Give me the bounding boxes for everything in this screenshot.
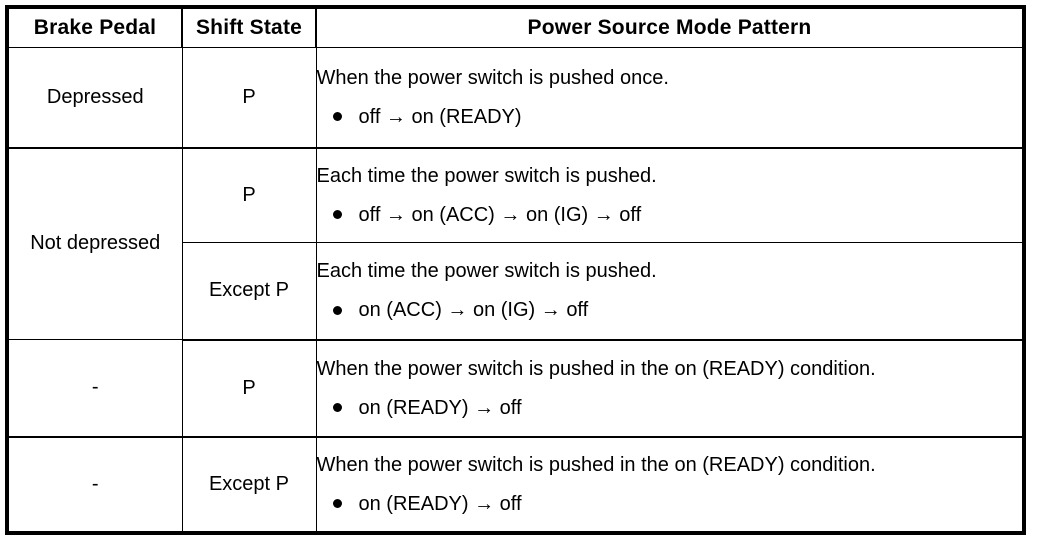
cell-shift-state: P: [181, 147, 317, 243]
cell-brake-pedal: -: [6, 339, 183, 438]
cell-power-source-mode-pattern: When the power switch is pushed once. of…: [315, 47, 1025, 149]
pattern-bullet-text: off → on (ACC) → on (IG) → off: [358, 203, 642, 226]
table-row: Except P Each time the power switch is p…: [7, 242, 1025, 341]
pattern-condition-text: When the power switch is pushed in the o…: [316, 453, 876, 476]
cell-shift-state: Except P: [181, 242, 317, 341]
pattern-condition-text: Each time the power switch is pushed.: [316, 260, 657, 283]
filled-circle-bullet-icon: [332, 210, 342, 220]
cell-brake-pedal: -: [6, 436, 183, 533]
pattern-bullet-line: off → on (ACC) → on (IG) → off: [317, 205, 1023, 225]
cell-power-source-mode-pattern: When the power switch is pushed in the o…: [315, 339, 1025, 438]
pattern-bullet-line: on (READY) → off: [317, 398, 1023, 418]
pattern-bullet-text: off → on (READY): [358, 105, 522, 128]
pattern-bullet-text: on (READY) → off: [358, 396, 522, 419]
filled-circle-bullet-icon: [332, 112, 342, 122]
cell-shift-state: P: [181, 339, 317, 438]
pattern-condition-text: Each time the power switch is pushed.: [316, 164, 657, 187]
table-row: Not depressed P Each time the power swit…: [6, 147, 1025, 340]
table-row: Depressed P When the power switch is pus…: [6, 47, 1025, 149]
pattern-bullet-line: on (READY) → off: [317, 494, 1023, 514]
pattern-condition-text: When the power switch is pushed in the o…: [316, 357, 876, 380]
cell-power-source-mode-pattern: Each time the power switch is pushed. of…: [315, 147, 1025, 243]
filled-circle-bullet-icon: [332, 305, 342, 315]
cell-power-source-mode-pattern: When the power switch is pushed in the o…: [315, 436, 1025, 533]
column-header-brake-pedal: Brake Pedal: [6, 6, 183, 48]
cell-shift-state: P: [181, 47, 317, 149]
pattern-bullet-text: on (READY) → off: [358, 492, 522, 515]
filled-circle-bullet-icon: [332, 499, 342, 508]
column-header-power-source-mode-pattern: Power Source Mode Pattern: [315, 6, 1025, 48]
power-source-mode-table: Brake Pedal Shift State Power Source Mod…: [5, 5, 1026, 535]
cell-power-source-mode-pattern: Each time the power switch is pushed. on…: [315, 242, 1025, 341]
cell-shift-state: Except P: [181, 436, 317, 533]
column-header-shift-state: Shift State: [181, 6, 317, 48]
table-body: Depressed P When the power switch is pus…: [6, 47, 1025, 533]
header-row: Brake Pedal Shift State Power Source Mod…: [6, 6, 1025, 48]
table-row: - P When the power switch is pushed in t…: [6, 339, 1025, 438]
table-header: Brake Pedal Shift State Power Source Mod…: [6, 6, 1025, 48]
filled-circle-bullet-icon: [332, 403, 342, 412]
pattern-bullet-line: on (ACC) → on (IG) → off: [317, 300, 1023, 320]
cell-brake-pedal: Not depressed: [6, 147, 183, 340]
pattern-condition-text: When the power switch is pushed once.: [316, 66, 669, 89]
pattern-bullet-text: on (ACC) → on (IG) → off: [358, 299, 589, 322]
cell-brake-pedal: Depressed: [6, 47, 183, 149]
table-row: - Except P When the power switch is push…: [6, 436, 1025, 533]
pattern-bullet-line: off → on (READY): [317, 107, 1023, 127]
